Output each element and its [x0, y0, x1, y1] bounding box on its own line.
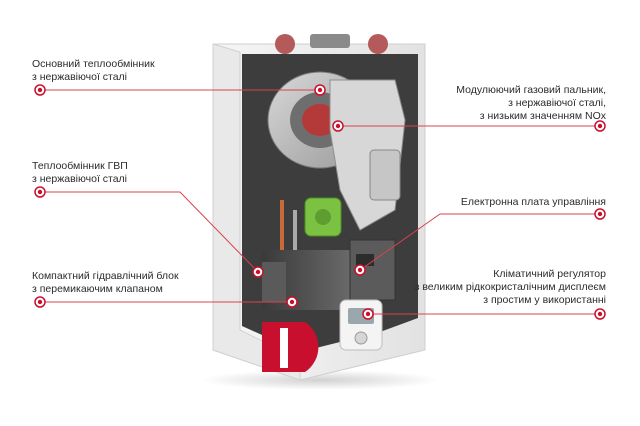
- brand-logo-slot: [280, 328, 288, 368]
- flue-connector: [310, 34, 350, 48]
- label-hydraulic-block: Компактний гідравлічний блок з перемикаю…: [32, 270, 179, 296]
- label-line: з великим рідкокристалічним дисплеєм: [414, 281, 606, 293]
- label-line: Модулюючий газовий пальник,: [456, 84, 606, 96]
- floor-shadow: [200, 370, 440, 390]
- label-line: з нержавіючої сталі,: [508, 97, 606, 109]
- label-line: Електронна плата управління: [460, 196, 606, 208]
- label-dhw-heat-exchanger: Теплообмінник ГВП з нержавіючої сталі: [32, 160, 128, 186]
- display-knob: [354, 331, 368, 345]
- label-main-heat-exchanger: Основний теплообмінник з нержавіючої ста…: [32, 58, 155, 84]
- dot-hydraulic: [34, 296, 298, 308]
- label-line: з нержавіючої сталі: [32, 71, 128, 83]
- leader-line-dhw-hex: [40, 191, 259, 273]
- control-board-chip: [356, 254, 374, 266]
- label-line: Основний теплообмінник: [32, 58, 155, 70]
- label-line: з простим у використанні: [483, 294, 606, 306]
- label-line: з нержавіючої сталі: [32, 173, 128, 185]
- heat-exchanger-ring: [302, 104, 338, 136]
- label-line: Кліматичний регулятор: [493, 268, 606, 280]
- leader-line-control-board: [359, 213, 600, 271]
- brand-logo-block: [262, 322, 319, 372]
- label-climate-regulator: Кліматичний регулятор з великим рідкокри…: [415, 268, 606, 307]
- dot-climate: [362, 308, 606, 320]
- dot-dhw-hex: [34, 186, 264, 278]
- label-control-board: Електронна плата управління: [461, 196, 606, 209]
- green-fitting-hole: [315, 209, 331, 225]
- dot-burner: [332, 120, 606, 132]
- dot-main-hex: [34, 84, 326, 96]
- label-line: Теплообмінник ГВП: [32, 160, 128, 172]
- leader-lines: [40, 89, 600, 315]
- label-line: з низьким значенням NOx: [479, 110, 606, 122]
- callout-dots: [34, 84, 606, 320]
- air-inlet-left: [275, 34, 295, 54]
- label-line: Компактний гідравлічний блок: [32, 270, 179, 282]
- label-line: з перемикаючим клапаном: [32, 283, 163, 295]
- dot-control-board: [354, 208, 606, 276]
- air-inlet-right: [368, 34, 388, 54]
- gas-valve: [369, 149, 401, 201]
- label-gas-burner: Модулюючий газовий пальник, з нержавіючо…: [456, 84, 606, 123]
- dhw-heat-exchanger: [262, 262, 286, 302]
